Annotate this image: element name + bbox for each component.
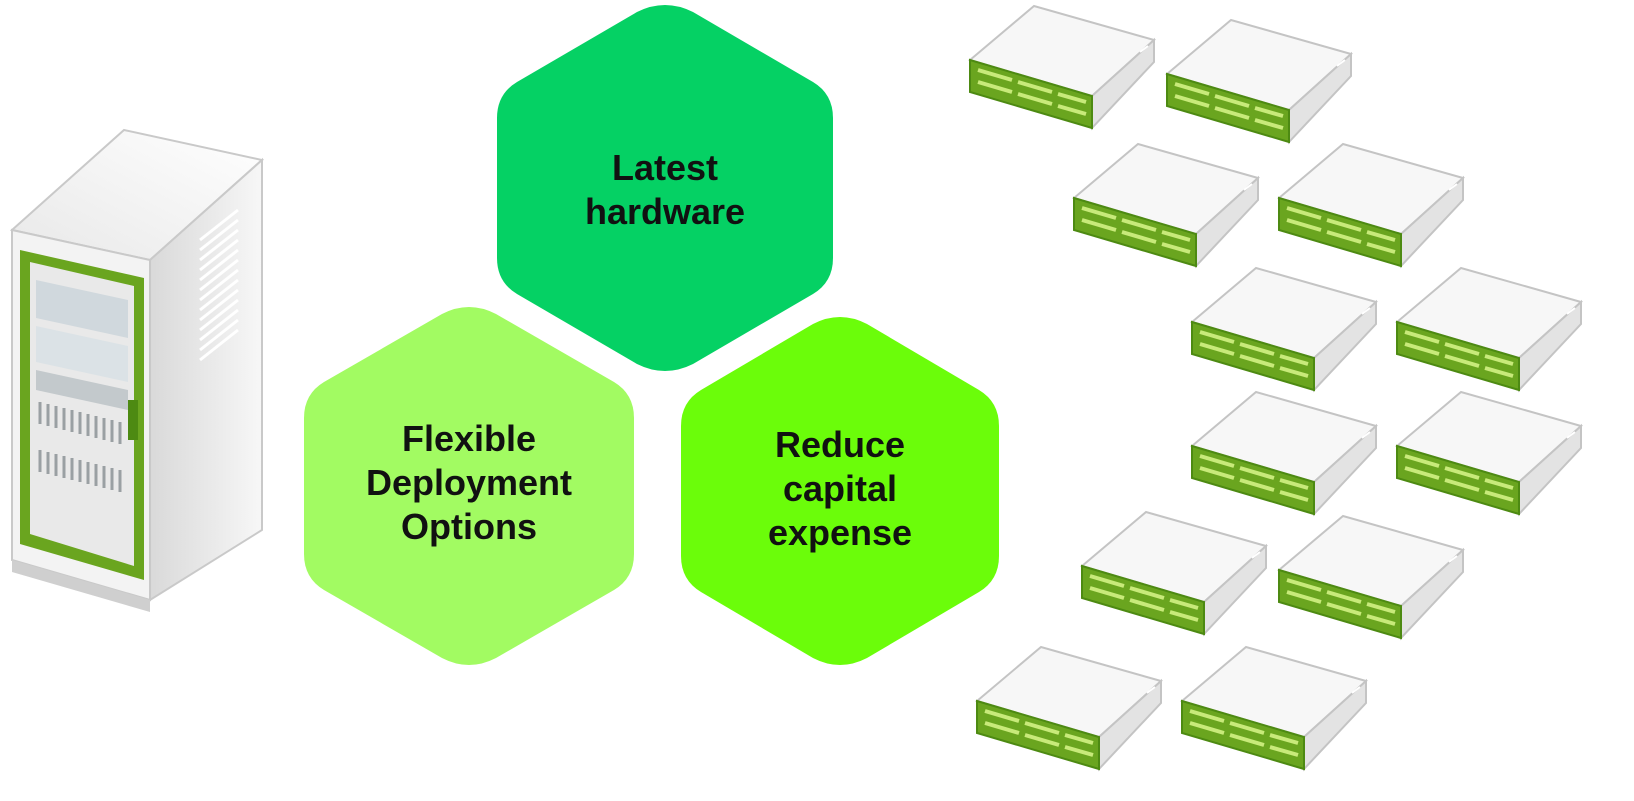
rack-server-icon [1164, 18, 1354, 145]
rack-server-icon [967, 4, 1157, 131]
hexagon-reduce-capex [681, 317, 999, 665]
hexagon-label-reduce-capex: Reduce capital expense [767, 424, 913, 553]
rack-server-icon [1276, 514, 1466, 641]
rack-server-icon [974, 645, 1164, 772]
rack-server-icon [1179, 645, 1369, 772]
hexagon-label-flexible-deployment: Flexible Deployment Options [365, 418, 573, 547]
rack-server-icon [1189, 266, 1379, 393]
rack-server-icon [1394, 266, 1584, 393]
hexagon-latest-hardware [497, 5, 833, 371]
rack-server-icon [1071, 142, 1261, 269]
rack-server-icon [1189, 390, 1379, 517]
hexagon-flexible-deployment [304, 307, 634, 665]
tower-server-icon [9, 128, 265, 612]
hexagon-label-latest-hardware: Latest hardware [584, 147, 746, 232]
rack-server-icon [1394, 390, 1584, 517]
rack-server-icon [1079, 510, 1269, 637]
rack-server-icon [1276, 142, 1466, 269]
